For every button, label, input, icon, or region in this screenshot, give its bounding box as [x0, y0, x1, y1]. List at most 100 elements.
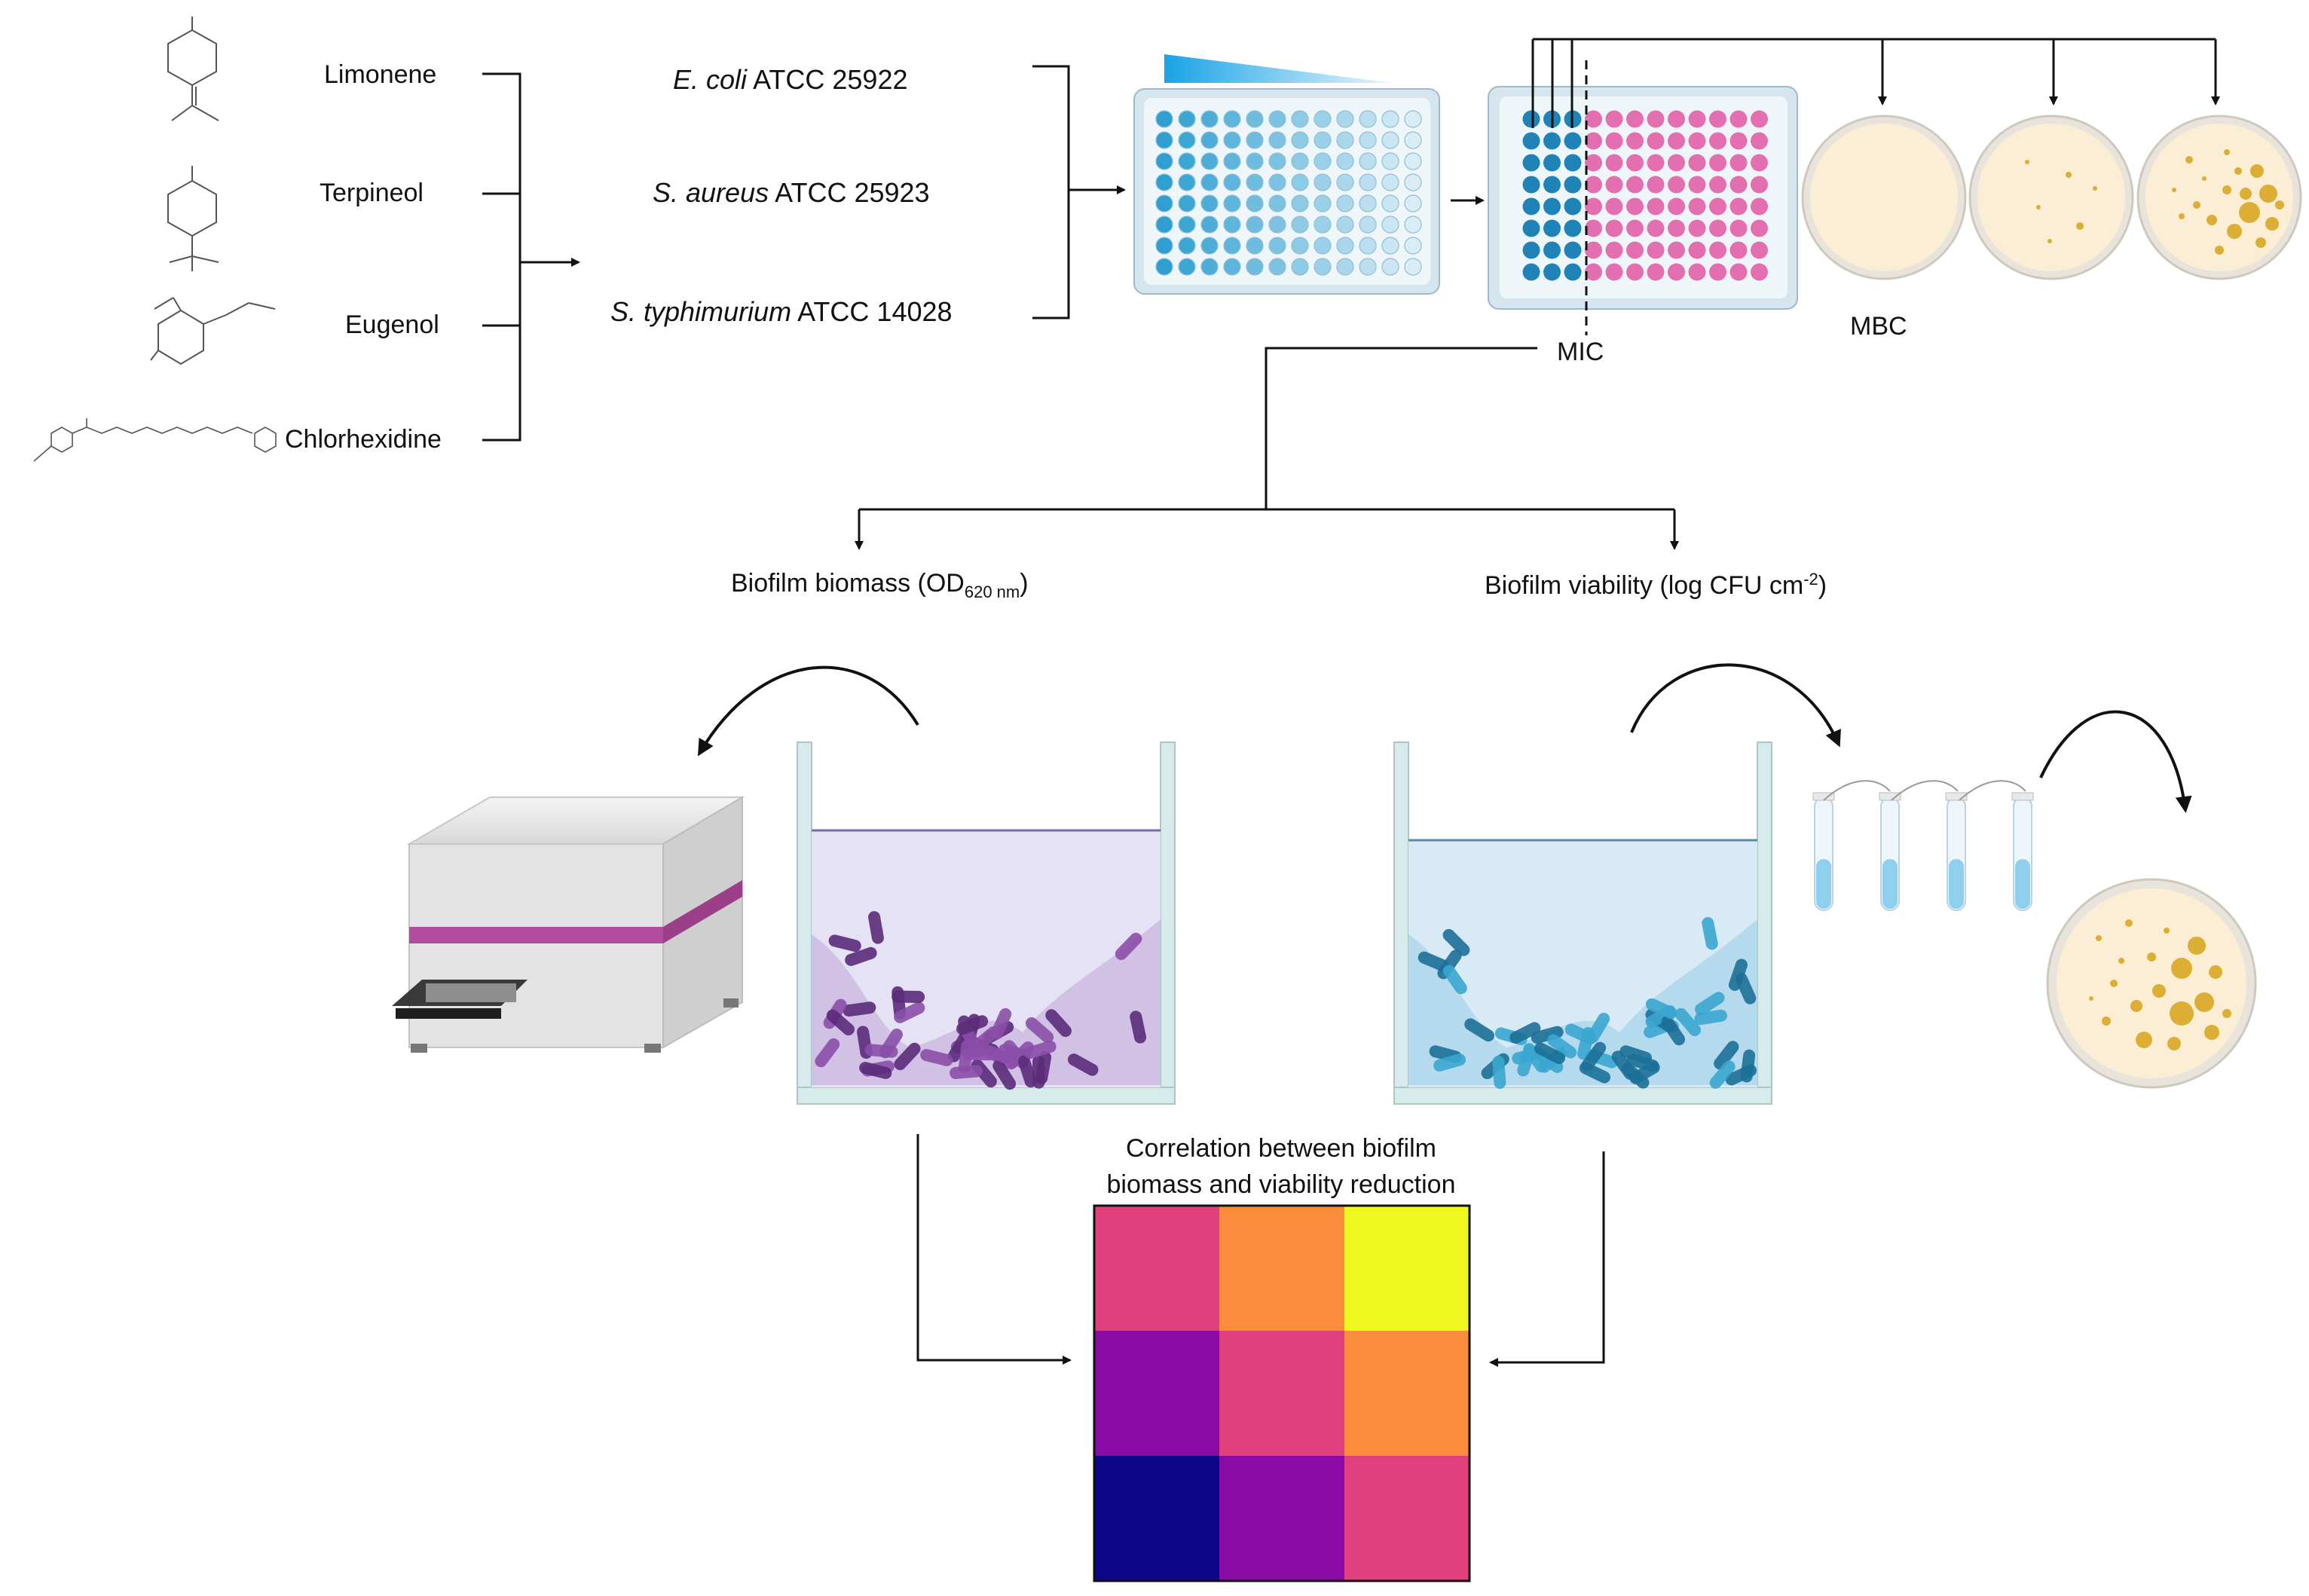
mbc-label: MBC: [1850, 312, 1907, 341]
well: [1543, 154, 1561, 172]
well: [1543, 241, 1561, 259]
well: [1626, 219, 1644, 237]
heatmap-cell: [1094, 1456, 1219, 1581]
well: [1751, 263, 1768, 281]
well: [1605, 110, 1623, 128]
heatmap-cell: [1344, 1206, 1470, 1331]
well: [1709, 197, 1726, 216]
bacterial-cell: [1045, 1009, 1072, 1038]
well: [1268, 173, 1286, 191]
well: [1729, 219, 1748, 237]
bacterial-cell: [1702, 917, 1718, 950]
bacterial-cell: [1025, 1017, 1054, 1044]
well: [1404, 216, 1422, 234]
colony: [2222, 185, 2231, 194]
well: [1668, 176, 1685, 194]
well: [1688, 132, 1706, 150]
well: [1404, 194, 1422, 212]
bacterial-cell: [1694, 1009, 1727, 1026]
well: [1626, 132, 1644, 150]
well: [1522, 176, 1540, 194]
colony: [2171, 958, 2192, 979]
well: [1647, 263, 1665, 281]
bacterial-cell: [990, 1007, 1012, 1040]
well: [1605, 154, 1623, 172]
bacterial-cell: [1547, 1034, 1577, 1059]
well: [1200, 110, 1219, 128]
well: [1246, 216, 1264, 234]
well: [1688, 176, 1706, 194]
bacterial-cell: [1509, 1022, 1541, 1044]
strain-label: S. typhimurium ATCC 14028: [610, 296, 953, 327]
viability-well: [1393, 741, 1772, 1105]
well: [1729, 154, 1748, 172]
well: [1585, 176, 1602, 194]
well: [1314, 258, 1332, 276]
colony: [2204, 1025, 2219, 1040]
well: [1291, 131, 1309, 149]
strain-label: S. aureus ATCC 25923: [653, 177, 930, 208]
bacterial-cell: [1695, 992, 1725, 1016]
petri-dish-empty: [1801, 115, 1967, 280]
colony: [2096, 935, 2102, 941]
well: [1564, 241, 1582, 259]
petri-dish-many-colonies: [2136, 115, 2302, 280]
bacterial-cell: [950, 1065, 983, 1079]
well: [1543, 263, 1561, 281]
bacterial-cell: [1018, 1055, 1037, 1088]
well: [1314, 173, 1332, 191]
test-tube: [1879, 792, 1901, 911]
bacterial-cell: [1433, 1053, 1466, 1072]
bacterial-cell: [959, 1039, 974, 1073]
well: [1605, 132, 1623, 150]
colony: [2239, 202, 2260, 223]
colony: [2193, 201, 2200, 209]
bacterial-cell: [859, 1062, 892, 1079]
correlation-title: biomass and viability reduction: [1106, 1170, 1455, 1199]
well: [1200, 173, 1219, 191]
well: [1564, 132, 1582, 150]
bacterial-cell: [956, 1015, 989, 1035]
well: [1155, 258, 1173, 276]
viability-branch-label: Biofilm viability (log CFU cm-2): [1485, 570, 1827, 600]
bacterial-cell: [1531, 1026, 1564, 1044]
colony: [2167, 1037, 2181, 1050]
colony: [2147, 952, 2156, 962]
colony: [2185, 156, 2193, 164]
colony: [2222, 1009, 2231, 1018]
colony: [2152, 984, 2166, 998]
well: [1359, 194, 1377, 212]
colony: [2089, 996, 2093, 1001]
test-tube: [1812, 792, 1835, 911]
well: [1246, 258, 1264, 276]
well: [1626, 197, 1644, 216]
well: [1626, 110, 1644, 128]
bacterial-cell: [1534, 1042, 1565, 1065]
well: [1751, 241, 1768, 259]
bacterial-cell: [1464, 1018, 1495, 1042]
well: [1223, 258, 1241, 276]
heatmap-cell: [1219, 1456, 1344, 1581]
correlation-heatmap: [1093, 1204, 1471, 1582]
well: [1200, 152, 1219, 170]
well: [1404, 258, 1422, 276]
well: [1268, 131, 1286, 149]
well: [1543, 197, 1561, 216]
well: [1200, 194, 1219, 212]
well: [1605, 241, 1623, 259]
bacterial-cell: [1661, 1016, 1686, 1046]
bacterial-cell: [1492, 1056, 1506, 1089]
well: [1585, 132, 1602, 150]
well: [1729, 110, 1748, 128]
bacterial-cell: [1714, 1041, 1739, 1070]
well: [1688, 219, 1706, 237]
well: [1381, 216, 1399, 234]
colony: [2234, 167, 2242, 175]
correlation-title: Correlation between biofilm: [1126, 1134, 1436, 1163]
well: [1200, 237, 1219, 255]
well: [1359, 173, 1377, 191]
bacterial-cell: [843, 1001, 876, 1017]
curved-arrow-to-reader: [697, 665, 919, 757]
well: [1291, 173, 1309, 191]
compound-list: Limonene Terpineol Eugenol Chlorhexidine: [285, 60, 442, 454]
